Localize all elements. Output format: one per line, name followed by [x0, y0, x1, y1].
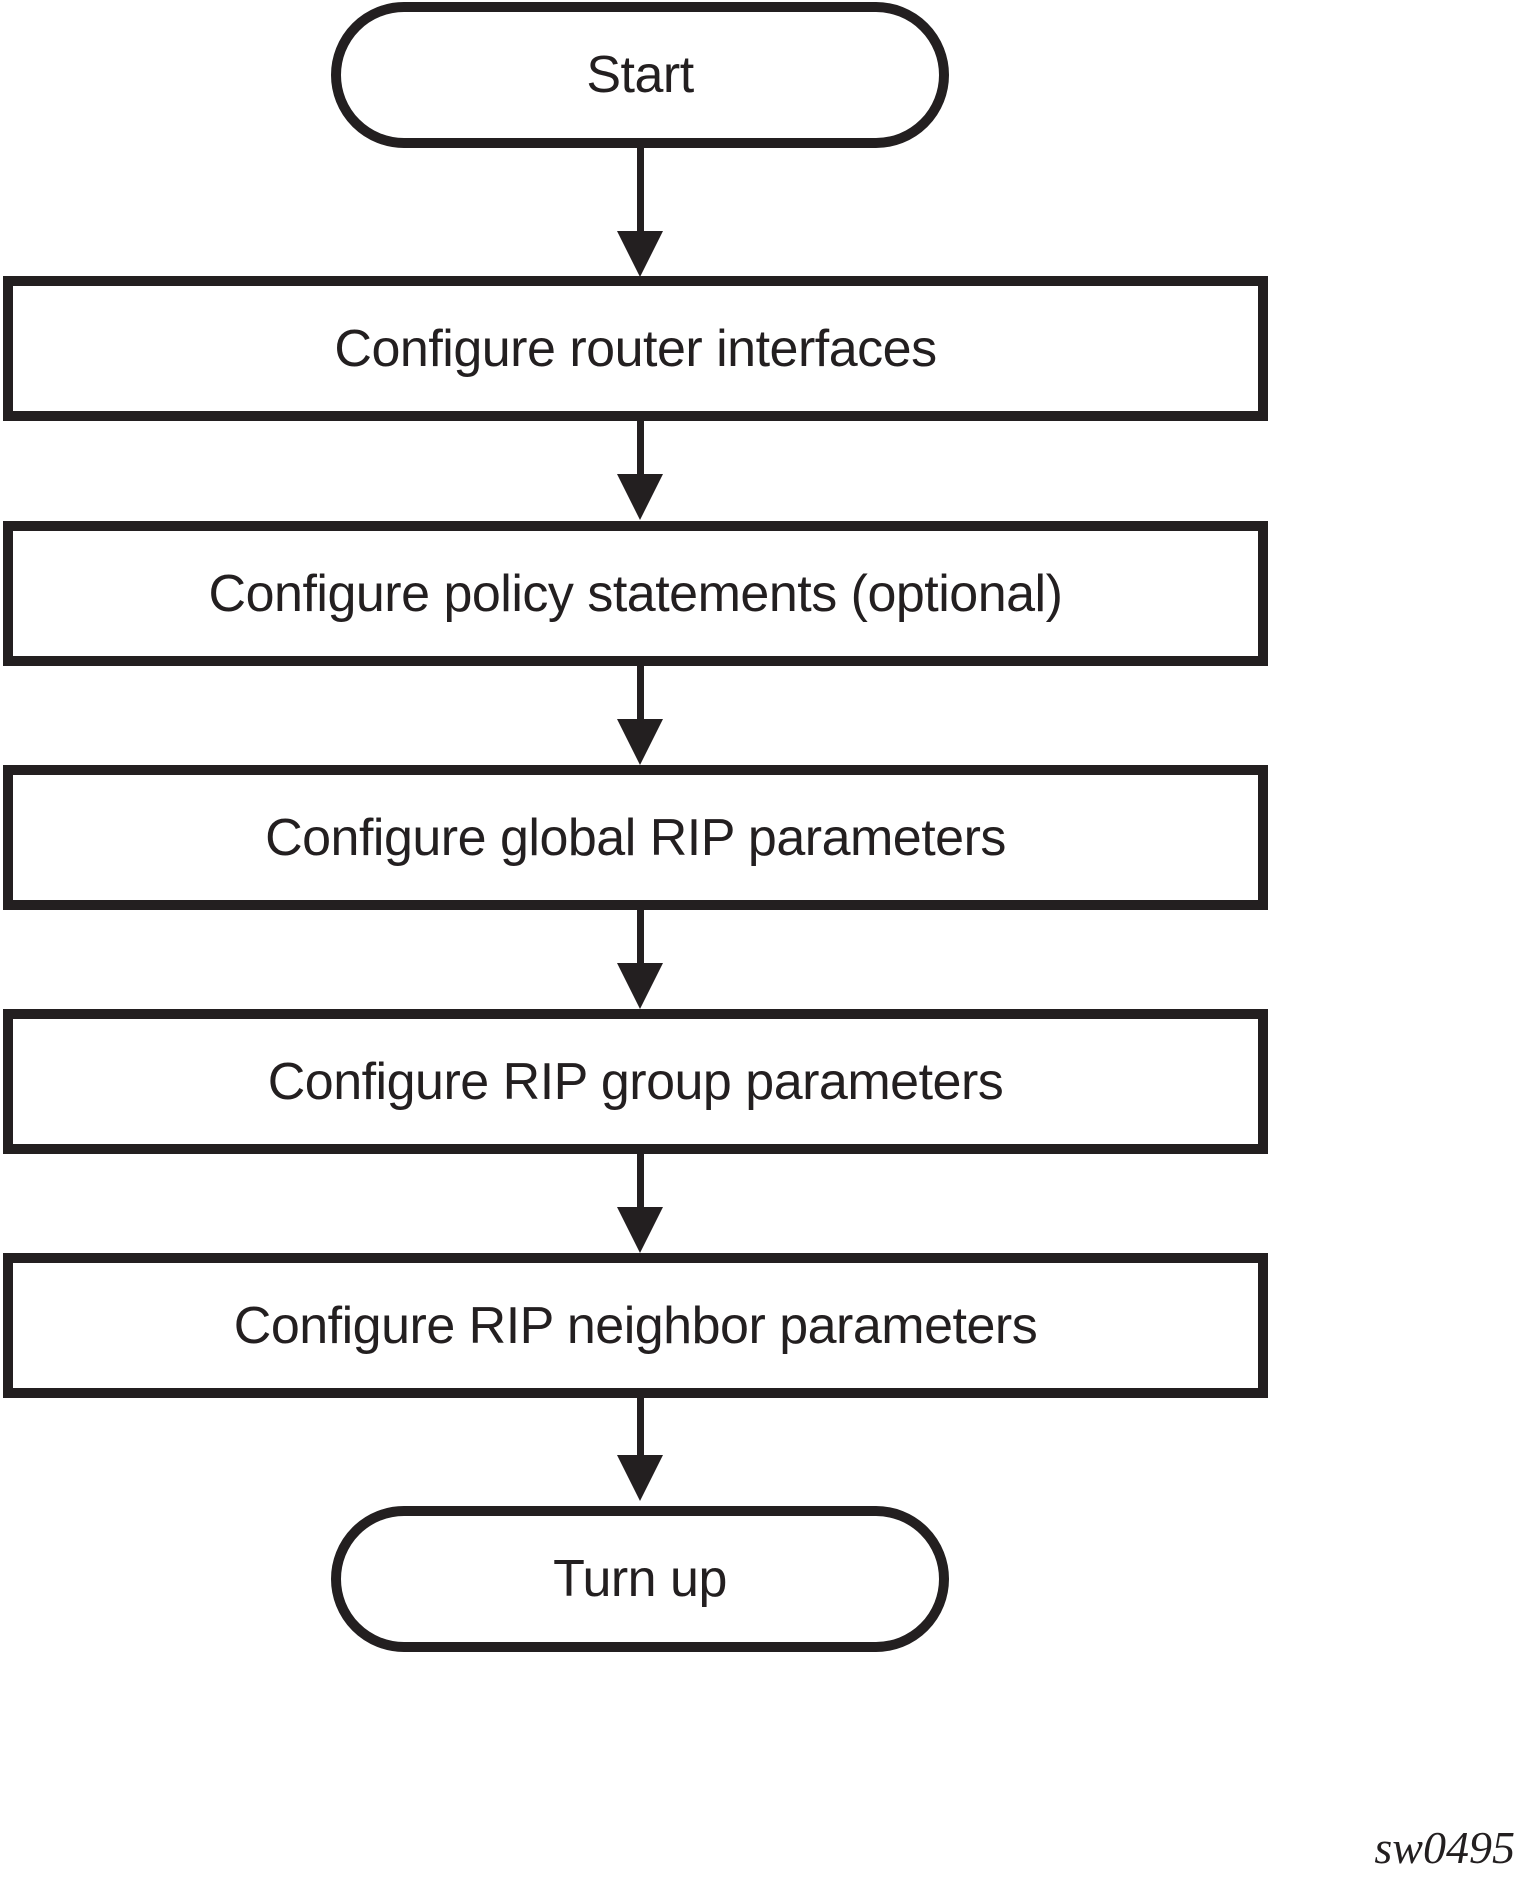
flow-node-start[interactable]: Start — [331, 2, 949, 148]
connector-step4-to-step5 — [637, 1154, 644, 1240]
flow-node-step5-label: Configure RIP neighbor parameters — [233, 1296, 1038, 1355]
connector-step5-to-end — [637, 1398, 644, 1488]
flow-node-step2-label: Configure policy statements (optional) — [208, 564, 1063, 623]
flow-node-end[interactable]: Turn up — [331, 1506, 949, 1652]
flow-node-end-label: Turn up — [553, 1550, 727, 1608]
connector-step3-to-step4 — [637, 910, 644, 996]
flow-node-step1[interactable]: Configure router interfaces — [3, 276, 1268, 421]
connector-step2-to-step3 — [637, 666, 644, 752]
flow-node-step3-label: Configure global RIP parameters — [265, 808, 1006, 867]
flow-node-step4-label: Configure RIP group parameters — [267, 1052, 1004, 1111]
arrowhead-step1-to-step2-icon — [617, 474, 663, 520]
figure-caption: sw0495 — [1374, 1822, 1515, 1873]
flow-node-step3[interactable]: Configure global RIP parameters — [3, 765, 1268, 910]
flow-node-step5[interactable]: Configure RIP neighbor parameters — [3, 1253, 1268, 1398]
flow-node-step1-label: Configure router interfaces — [334, 319, 937, 378]
flow-node-step4[interactable]: Configure RIP group parameters — [3, 1009, 1268, 1154]
flow-node-start-label: Start — [586, 46, 694, 104]
arrowhead-step5-to-end-icon — [617, 1455, 663, 1501]
arrowhead-step4-to-step5-icon — [617, 1207, 663, 1253]
flow-node-step2[interactable]: Configure policy statements (optional) — [3, 521, 1268, 666]
arrowhead-step3-to-step4-icon — [617, 963, 663, 1009]
connector-start-to-step1 — [637, 148, 644, 234]
arrowhead-step2-to-step3-icon — [617, 719, 663, 765]
connector-step1-to-step2 — [637, 421, 644, 507]
arrowhead-start-to-step1-icon — [617, 231, 663, 277]
